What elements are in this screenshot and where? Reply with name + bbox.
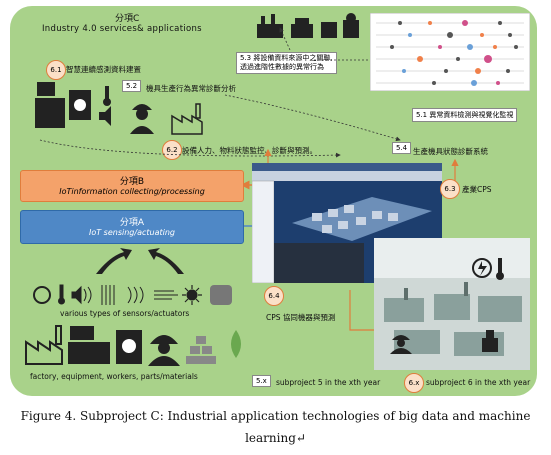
- item-5-1-num: 5.1: [416, 111, 428, 119]
- item-6-4-text: CPS 協同機器與預測: [266, 313, 336, 322]
- subproject-b-box: 分項B IoTinformation collecting/processing: [20, 170, 244, 202]
- item-6-1-text: 智慧連續感測資料建置: [66, 65, 141, 74]
- figure-caption-line1: Figure 4. Subproject C: Industrial appli…: [20, 409, 531, 423]
- factory-row-icons: [25, 325, 241, 366]
- equipment-icons-left: [35, 82, 91, 128]
- worker-factory-icons: [130, 103, 203, 135]
- item-6-2-text: 設備人力、物料狀態監控、診斷與預測。: [182, 146, 317, 155]
- item-5-1-text: 異常資料檢測與視覺化監視: [429, 111, 514, 119]
- item-5-2-box: 5.2: [122, 80, 142, 92]
- factory-caption: factory, equipment, workers, parts/mater…: [30, 372, 198, 381]
- item-5-2-num: 5.2: [126, 82, 138, 90]
- item-6-4-circle: 6.4: [264, 286, 284, 306]
- legend-5x-box: 5.x: [252, 375, 271, 387]
- item-6-3-text: 產業CPS: [462, 185, 492, 194]
- item-5-4-text: 生產機具狀態診斷系統: [413, 147, 488, 156]
- item-5-3-text: 將設備資料來源中之關聯, 透過進階性數據的異常行為: [240, 54, 333, 71]
- right-sensor-icons: [472, 258, 504, 352]
- subproject-c-subtitle: Industry 4.0 services& applications: [42, 24, 202, 34]
- sensor-icons-row: [33, 284, 232, 305]
- item-5-2-text: 機具生產行為異常診斷分析: [146, 84, 236, 93]
- item-6-1-circle: 6.1: [46, 60, 66, 80]
- subproject-a-title: 分項A: [119, 218, 145, 228]
- figure-caption-line2: learning↵: [245, 431, 306, 445]
- item-6-3-circle: 6.3: [440, 179, 460, 199]
- item-5-3-box: 5.3 將設備資料來源中之關聯, 透過進階性數據的異常行為: [236, 52, 337, 74]
- item-5-1-box: 5.1 異常資料檢測與視覺化監視: [412, 108, 518, 122]
- analytics-chart-image: [370, 13, 530, 91]
- thermometer-speaker-icons: [99, 86, 111, 126]
- legend-5x-text: subproject 5 in the xth year: [276, 378, 381, 387]
- subproject-b-subtitle: IoTinformation collecting/processing: [59, 187, 205, 196]
- item-5-4-num: 5.4: [396, 144, 408, 152]
- item-6-2-circle: 6.2: [162, 140, 182, 160]
- factory-photo: [374, 238, 530, 370]
- sensors-caption: various types of sensors/actuators: [60, 309, 190, 318]
- item-5-3-num: 5.3: [240, 54, 252, 62]
- legend-6x-text: subproject 6 in the xth year: [426, 378, 531, 387]
- item-5-4-box: 5.4: [392, 142, 412, 154]
- subproject-b-title: 分項B: [119, 177, 145, 187]
- cps-software-screenshot: [252, 163, 442, 283]
- legend-6x-circle: 6.x: [404, 373, 424, 393]
- worker-icon-small: [390, 335, 412, 354]
- curved-up-arrows: [96, 248, 184, 274]
- subproject-a-subtitle: IoT sensing/actuating: [89, 228, 175, 237]
- factory-icons-top: [257, 13, 359, 38]
- subproject-a-box: 分項A IoT sensing/actuating: [20, 210, 244, 244]
- subproject-c-title: 分項C: [115, 14, 140, 24]
